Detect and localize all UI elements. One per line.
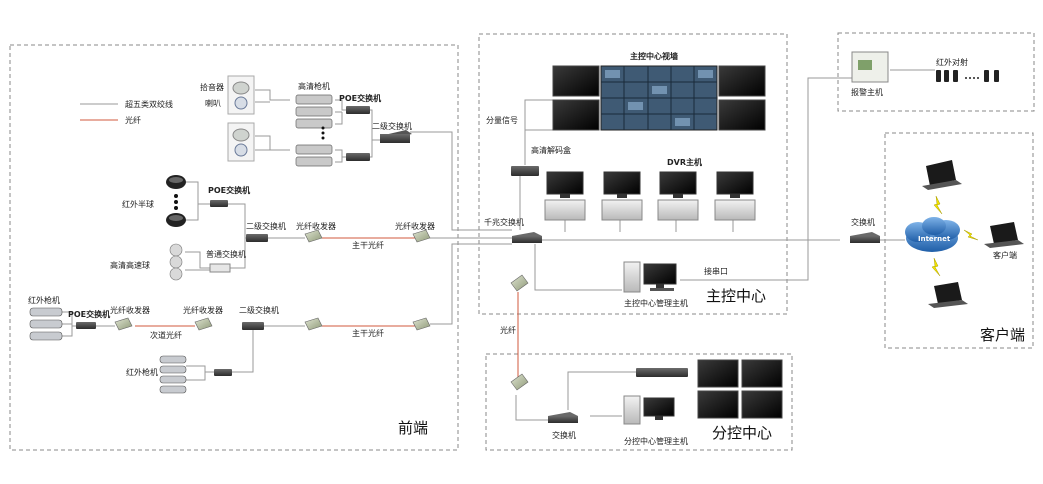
ir-pair-detectors [936, 70, 999, 82]
split-signal-label: 分量信号 [486, 115, 518, 125]
legend: 超五类双绞线 光纤 [80, 99, 173, 125]
sub-switch-label: 交换机 [552, 430, 576, 440]
ir-dome-label: 红外半球 [122, 199, 154, 209]
ir-gun-left-label: 红外枪机 [28, 295, 60, 305]
client-end-label: 客户端 [993, 250, 1017, 260]
interface-label: 接串口 [704, 266, 728, 276]
dvr-hosts [544, 171, 756, 221]
alarm-region [837, 32, 1035, 112]
sub-decoder-box [636, 368, 688, 377]
trunk-fiber-top-label: 主干光纤 [352, 240, 384, 250]
hd-speed-domes [169, 243, 183, 281]
sub-center-title: 分控中心 [712, 424, 772, 442]
internet-cloud [905, 217, 960, 252]
normal-switch [209, 263, 231, 273]
internet-label: Internet [918, 235, 951, 243]
main-center-region [478, 33, 788, 315]
main-mgmt-host-label: 主控中心管理主机 [624, 298, 688, 308]
poe-switch-top [346, 106, 370, 161]
main-center-title: 主控中心 [706, 287, 766, 305]
alarm-host-label: 报警主机 [851, 87, 883, 97]
poe-switch-bottom-label: POE交换机 [68, 309, 110, 319]
fiber-transceivers-bottom [114, 317, 431, 331]
ir-gun-cameras-left [29, 307, 63, 341]
poe-switch-bottom [76, 322, 96, 329]
legend-fiber: 光纤 [125, 115, 141, 125]
speaker-icon [234, 96, 248, 110]
level2-switch-mid [246, 234, 268, 242]
lightning-icons [931, 195, 979, 277]
fiber-transceivers-mid [304, 229, 431, 243]
dvr-host-label: DVR主机 [667, 157, 702, 167]
hd-decoder-box [511, 166, 539, 176]
hd-gun-cameras-top [295, 94, 333, 167]
pickup-icon [232, 128, 250, 142]
hd-speed-dome-label: 高清高速球 [110, 260, 150, 270]
pickup-icon [232, 81, 250, 95]
secondary-fiber-label: 次道光纤 [150, 330, 182, 340]
gigabit-switch [512, 232, 542, 243]
sub-switch [548, 412, 578, 423]
ir-pair-label: 红外对射 [936, 57, 968, 67]
ir-dome-cameras [166, 175, 186, 227]
alarm-host [851, 51, 889, 83]
trunk-fiber-bottom-label: 主干光纤 [352, 328, 384, 338]
transceiver-b-label: 光纤收发器 [395, 221, 435, 231]
front-end-region [9, 44, 459, 451]
sub-mgmt-host [623, 395, 675, 425]
speaker-icon [234, 143, 248, 157]
level2-switch-mid-label: 二级交换机 [246, 221, 286, 231]
hd-gun-label: 高清枪机 [298, 81, 330, 91]
level2-switch-bottom [242, 322, 264, 330]
sub-center-region [485, 353, 793, 451]
poe-switch-mid-label: POE交换机 [208, 185, 250, 195]
level2-switch-top [380, 130, 412, 143]
fiber-lines [135, 237, 519, 382]
gigabit-switch-label: 千兆交换机 [484, 217, 524, 227]
client-region-title: 客户端 [980, 326, 1025, 344]
main-mgmt-host [623, 261, 677, 293]
right-switch-label: 交换机 [851, 217, 875, 227]
poe-switch-top-label: POE交换机 [339, 93, 381, 103]
video-wall [552, 65, 766, 131]
transceiver-a-label: 光纤收发器 [296, 221, 336, 231]
speaker-label: 喇叭 [205, 98, 221, 108]
normal-switch-label: 普通交换机 [206, 249, 246, 259]
right-switch [850, 232, 880, 243]
main-fiber-transceiver [510, 274, 529, 292]
ir-gun-bottom-label: 红外枪机 [126, 367, 158, 377]
level2-switch-top-label: 二级交换机 [372, 121, 412, 131]
legend-twisted-pair: 超五类双绞线 [125, 99, 173, 109]
poe-switch-mid [210, 200, 228, 207]
transceiver-d-label: 光纤收发器 [183, 305, 223, 315]
pickup-label: 拾音器 [200, 82, 224, 92]
sub-fiber-label: 光纤 [500, 325, 516, 335]
sub-mgmt-host-label: 分控中心管理主机 [624, 436, 688, 446]
laptops [922, 160, 1024, 308]
ir-gun-cameras-bottom [159, 355, 187, 394]
sub-video-wall [697, 359, 783, 419]
level2-switch-bottom-label: 二级交换机 [239, 305, 279, 315]
sub-fiber-transceiver [510, 373, 529, 391]
front-end-title: 前端 [398, 419, 428, 437]
ellipsis-dots [321, 126, 325, 140]
hd-decoder-label: 高清解码盒 [531, 145, 571, 155]
pickup-speaker-group-top [227, 75, 255, 162]
transceiver-c-label: 光纤收发器 [110, 305, 150, 315]
copper-lines [62, 69, 935, 421]
poe-switch-ir-bottom [214, 369, 232, 376]
video-wall-label: 主控中心视墙 [630, 51, 678, 61]
